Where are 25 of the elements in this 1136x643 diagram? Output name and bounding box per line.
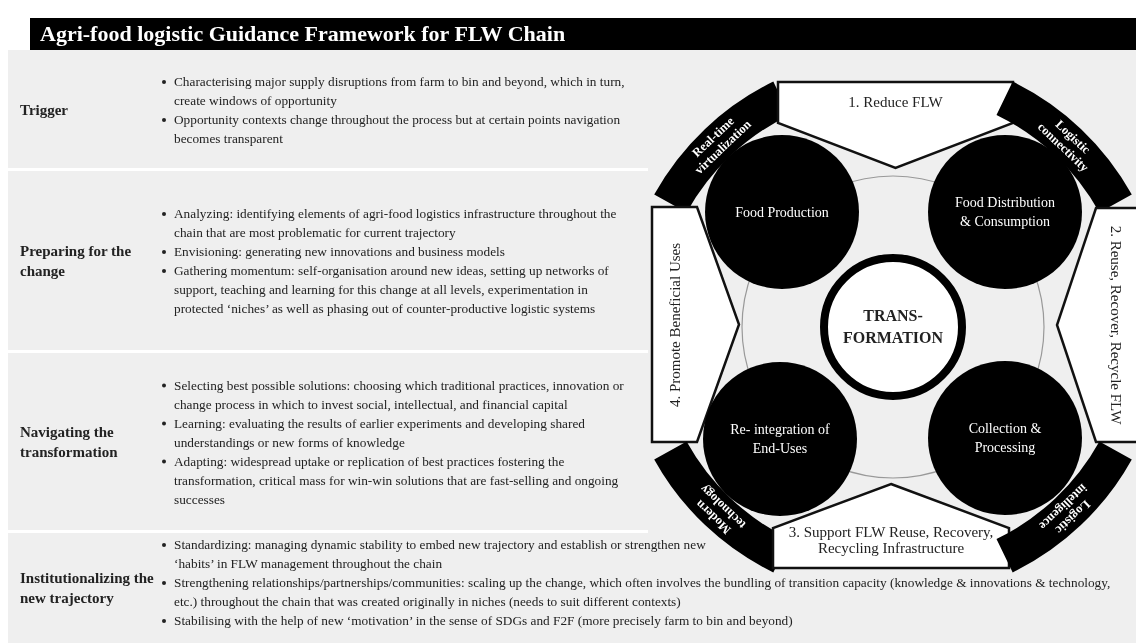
bullet-text: Selecting best possible solutions: choosing which traditional practices, innovation or change process in which to invest social, intellectual, and financial capital [174, 377, 624, 411]
bullet-text: Gathering momentum: self-organisation around new ideas, setting up networks of support, teaching and learning for this change at all levels, experimentation in protected ‘niches’ as well as phasing out of counter-productive logistic systems [174, 262, 609, 316]
row-heading: Navigating the transformation [20, 422, 119, 462]
row-heading: Preparing for the change [20, 241, 133, 281]
title-banner: Agri-food logistic Guidance Framework for FLW Chain [30, 18, 1136, 50]
arrow-label: 3. Support FLW Reuse, Recovery, Recycling Infrastructure [787, 524, 995, 556]
row-heading: Trigger [20, 101, 70, 120]
bullet-text: Analyzing: identifying elements of agri-food logistics infrastructure throughout the chain that are most problematic for current trajectory [174, 205, 617, 240]
arrow-label: 2. Reuse, Recover, Recycle FLW [1107, 225, 1126, 425]
circle-label: Collection & Processing [967, 420, 1043, 457]
arrow-label: 1. Reduce FLW [847, 92, 944, 112]
bullet-text: Learning: evaluating the results of earlier experiments and developing shared understandings or new forms of knowledge [174, 415, 585, 449]
arrow-label: 4. Promote Beneficial Uses [665, 241, 683, 409]
bullet-text: Characterising major supply disruptions from farm to bin and beyond, which in turn, create windows of opportunity [174, 74, 625, 108]
circle-label: Food Distribution & Consumption [954, 194, 1056, 231]
bullet-text: Adapting: widespread uptake or replication of best practices fostering the transformation, critical mass for win-win solutions that are fast-selling and ongoing successes [174, 453, 619, 506]
circle-label: TRANS- FORMATION [841, 306, 945, 348]
bullet-text: Opportunity contexts change throughout the process but at certain points navigation becomes transparent [174, 112, 621, 146]
circle-label: Re- integration of End-Uses [729, 421, 831, 458]
row-heading: Institutionalizing the new trajectory [20, 569, 155, 608]
bullet-text: Standardizing: managing dynamic stability to embed new trajectory and establish or strengthen new ‘habits’ in FLW management throughout the chain [174, 537, 706, 571]
bullet-text: Strengthening relationships/partnerships/communities: scaling up the change, which often involves the bundling of transition capacity (knowledge & innovations & technology, etc.) throughout the chain that was created originally in niches (needs to suit different contexts) [174, 575, 1111, 609]
bullet-text: Stabilising with the help of new ‘motivation’ in the sense of SDGs and F2F (more precisely farm to bin and beyond) [174, 613, 793, 628]
bullet-text: Envisioning: generating new innovations and business models [174, 243, 505, 259]
circle-label: Food Production [734, 203, 830, 222]
